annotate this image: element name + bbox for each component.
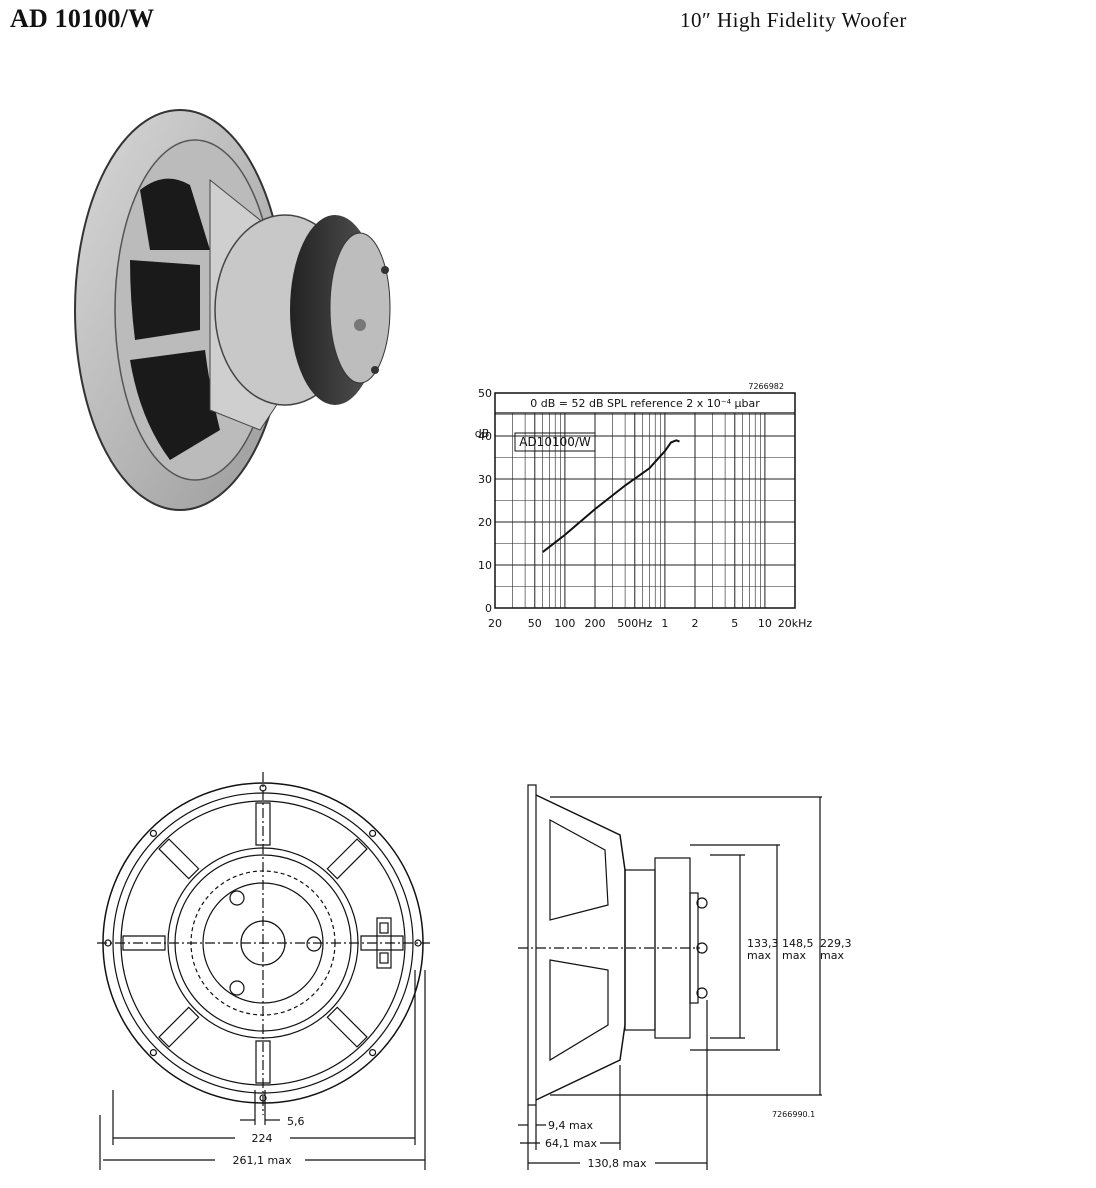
x-tick-label: 20kHz <box>778 617 813 630</box>
series-line-ad10100w <box>542 439 680 553</box>
frame-window <box>140 178 210 250</box>
dim-261-1: 261,1 max <box>233 1154 292 1167</box>
chart-title: 0 dB = 52 dB SPL reference 2 x 10⁻⁴ µbar <box>530 397 760 410</box>
x-tick-label: 500Hz <box>617 617 652 630</box>
mounting-hole <box>369 1049 377 1057</box>
mounting-hole <box>259 1094 267 1102</box>
outer-flange <box>102 782 424 1104</box>
y-tick-label: 50 <box>478 387 492 400</box>
frame-spoke <box>255 1040 271 1084</box>
frequency-response-chart: 7266982 0 dB = 52 dB SPL reference 2 x 1… <box>475 382 813 630</box>
y-axis-label: dB <box>475 427 490 440</box>
model-title: AD 10100/W <box>10 4 155 33</box>
y-tick-label: 40 <box>478 430 492 443</box>
dim-229-3-max: max <box>820 949 844 962</box>
frame-spoke <box>158 1006 200 1048</box>
speaker-photo <box>74 109 391 511</box>
frame-spoke <box>122 935 166 951</box>
x-tick-label: 100 <box>554 617 575 630</box>
dim-9-4: 9,4 max <box>548 1119 593 1132</box>
y-tick-label: 0 <box>485 602 492 615</box>
mounting-hole <box>414 939 422 947</box>
legend-box <box>514 432 596 452</box>
front-view-drawing: 5,6 224 261,1 max <box>97 772 430 1170</box>
plot-frame <box>494 392 796 609</box>
chart-code: 7266982 <box>748 382 784 391</box>
y-tick-label: 10 <box>478 559 492 572</box>
dim-229-3: 229,3 <box>820 937 852 950</box>
frame-spoke <box>158 838 200 880</box>
frame-window <box>130 350 220 460</box>
dim-148-5-max: max <box>782 949 806 962</box>
dim-133-3: 133,3 <box>747 937 779 950</box>
dim-5-6: 5,6 <box>287 1115 305 1128</box>
mounting-hole <box>149 829 157 837</box>
mounting-hole <box>259 784 267 792</box>
x-tick-label: 2 <box>692 617 699 630</box>
dim-130-8: 130,8 max <box>588 1157 647 1170</box>
x-tick-label: 10 <box>758 617 772 630</box>
chart-grid <box>495 413 795 608</box>
side-flange <box>527 784 537 1106</box>
drawing-code: 7266990.1 <box>772 1110 815 1119</box>
x-tick-label: 20 <box>488 617 502 630</box>
frame-spoke <box>360 935 404 951</box>
x-tick-label: 50 <box>528 617 542 630</box>
y-tick-label: 30 <box>478 473 492 486</box>
dim-133-3-max: max <box>747 949 771 962</box>
y-tick-label: 20 <box>478 516 492 529</box>
mounting-hole <box>149 1049 157 1057</box>
frame-spoke <box>326 838 368 880</box>
x-tick-label: 1 <box>661 617 668 630</box>
frame-window <box>130 260 200 340</box>
frame-spoke <box>326 1006 368 1048</box>
model-description: 10″ High Fidelity Woofer <box>680 8 907 32</box>
dim-64-1: 64,1 max <box>545 1137 597 1150</box>
pole-piece <box>240 920 286 966</box>
mounting-hole <box>104 939 112 947</box>
x-tick-label: 5 <box>731 617 738 630</box>
dim-148-5: 148,5 <box>782 937 814 950</box>
x-tick-label: 200 <box>585 617 606 630</box>
mounting-hole <box>369 829 377 837</box>
legend-series-name: AD10100/W <box>519 435 591 449</box>
frame-spoke <box>255 802 271 846</box>
dim-224: 224 <box>252 1132 273 1145</box>
side-view-drawing: 133,3 max 148,5 max 229,3 max 7266990.1 … <box>518 784 852 1170</box>
